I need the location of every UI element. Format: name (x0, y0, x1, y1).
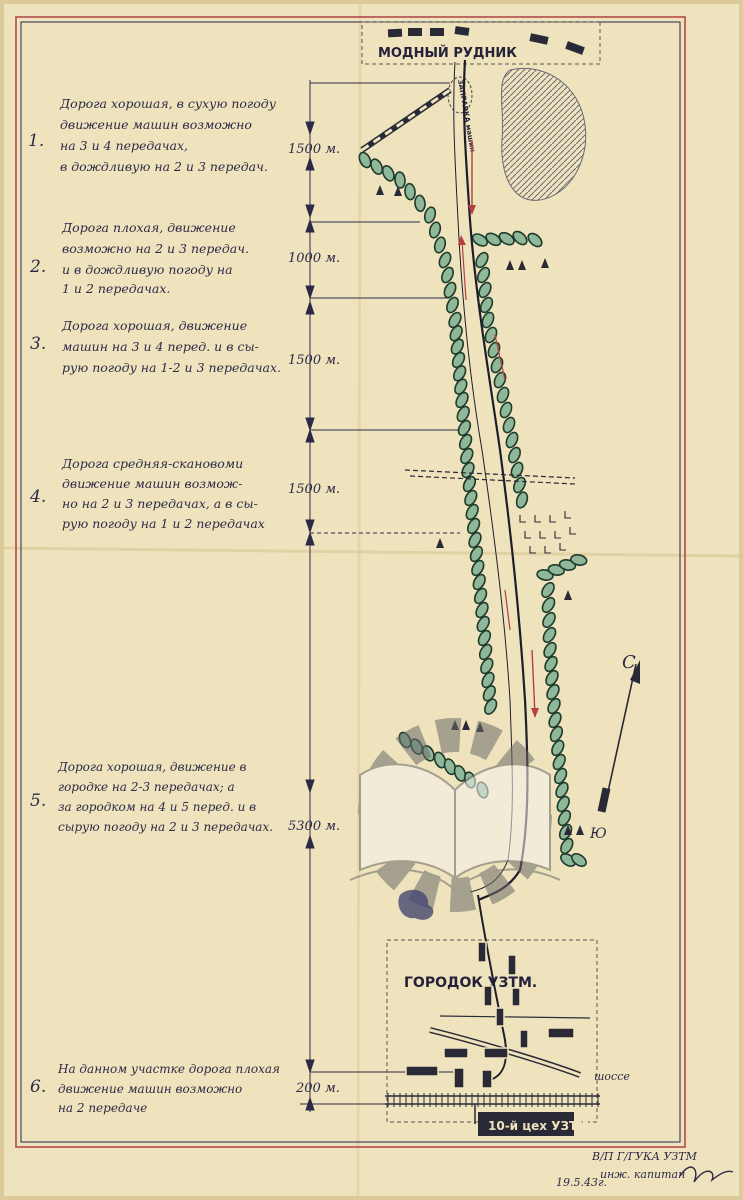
svg-text:1500 м.: 1500 м. (288, 482, 340, 497)
map-border-outer (15, 16, 686, 1148)
section-5: 5. Дорога хорошая, движение в городке на… (30, 760, 340, 834)
svg-text:1000 м.: 1000 м. (288, 251, 340, 266)
watermark-emblem (349, 718, 561, 912)
svg-text:Дорога плохая, движение: Дорога плохая, движение (61, 220, 236, 235)
svg-text:1.: 1. (28, 131, 44, 151)
svg-text:1500 м.: 1500 м. (288, 353, 340, 368)
map-border-inner (20, 21, 681, 1143)
south-label: Ю (589, 826, 607, 842)
svg-text:2.: 2. (29, 257, 46, 277)
railway-top (360, 87, 452, 153)
highway-label: шоссе (594, 1070, 630, 1083)
svg-text:200 м.: 200 м. (295, 1081, 340, 1096)
ink-blot (398, 889, 434, 920)
compass-arrow: С Ю (589, 652, 640, 842)
north-label: С (622, 652, 636, 673)
section-3: 3. Дорога хорошая, движение машин на 3 и… (30, 318, 340, 375)
svg-text:На данном участке дорога плоха: На данном участке дорога плохая (57, 1062, 280, 1076)
signature-block: В/П Г/ГУКА УЗТМ инж. капитан 19.5.43г. (556, 1150, 734, 1189)
svg-text:но на 2 и 3 передачах, а в сы-: но на 2 и 3 передачах, а в сы- (62, 496, 258, 511)
svg-text:сырую погоду на 2 и 3 передача: сырую погоду на 2 и 3 передачах. (58, 820, 273, 834)
town-uztm: ГОРОДОК УЗТМ. шоссе 10-й цех УЗТМ. (385, 894, 630, 1136)
svg-text:Дорога хорошая, движение: Дорога хорошая, движение (61, 318, 247, 333)
svg-text:в дождливую на 2 и 3 передач.: в дождливую на 2 и 3 передач. (60, 159, 268, 174)
workshop-label: 10-й цех УЗТМ. (488, 1119, 594, 1133)
svg-text:рую погоду на 1-2 и 3 передача: рую погоду на 1-2 и 3 передачах. (62, 360, 281, 375)
svg-text:6.: 6. (30, 1077, 46, 1097)
svg-text:1500 м.: 1500 м. (288, 142, 340, 157)
hatched-area (500, 68, 587, 201)
swamp-symbols (519, 511, 576, 554)
svg-text:на 2 передаче: на 2 передаче (58, 1101, 147, 1115)
section-6: 6. На данном участке дорога плохая движе… (30, 1062, 340, 1115)
svg-text:машин на 3 и 4 перед. и в сы-: машин на 3 и 4 перед. и в сы- (62, 339, 259, 354)
svg-text:Дорога средняя-скановоми: Дорога средняя-скановоми (61, 456, 243, 471)
crossing-lines (404, 469, 576, 485)
svg-text:1 и 2 передачах.: 1 и 2 передачах. (62, 281, 170, 296)
mine-label: МОДНЫЙ РУДНИК (378, 45, 517, 61)
section-2: 2. Дорога плохая, движение возможно на 2… (29, 220, 340, 296)
handwritten-signature (679, 1166, 734, 1183)
section-1: 1. Дорога хорошая, в сухую погоду движен… (28, 96, 340, 174)
svg-text:движение машин возможно: движение машин возможно (60, 117, 252, 132)
svg-text:19.5.43г.: 19.5.43г. (556, 1176, 607, 1189)
town-label: ГОРОДОК УЗТМ. (404, 975, 537, 991)
svg-text:на 3 и 4 передачах,: на 3 и 4 передачах, (60, 138, 188, 153)
svg-text:5.: 5. (30, 791, 46, 811)
svg-text:5300 м.: 5300 м. (288, 819, 340, 834)
section-4: 4. Дорога средняя-скановоми движение маш… (29, 456, 340, 531)
svg-text:рую погоду на 1 и 2 передачах: рую погоду на 1 и 2 передачах (62, 516, 265, 531)
svg-text:4.: 4. (29, 487, 46, 507)
mine-area: МОДНЫЙ РУДНИК ЗАПРАВКА машин (361, 21, 601, 201)
svg-text:инж. капитан: инж. капитан (600, 1168, 685, 1181)
svg-text:и в дождливую погоду на: и в дождливую погоду на (62, 262, 233, 277)
svg-text:Дорога хорошая, движение в: Дорога хорошая, движение в (57, 760, 247, 774)
svg-text:движение машин возмож-: движение машин возмож- (62, 476, 242, 491)
svg-text:за городком на 4 и 5 перед. и: за городком на 4 и 5 перед. и в (58, 800, 256, 814)
svg-text:В/П Г/ГУКА УЗТМ: В/П Г/ГУКА УЗТМ (591, 1150, 698, 1163)
svg-text:движение машин возможно: движение машин возможно (58, 1082, 242, 1096)
svg-text:городке на 2-3 передачах; а: городке на 2-3 передачах; а (58, 780, 235, 794)
svg-text:возможно на 2 и 3 передач.: возможно на 2 и 3 передач. (62, 241, 249, 256)
svg-text:Дорога хорошая, в сухую погоду: Дорога хорошая, в сухую погоду (59, 96, 277, 111)
svg-text:3.: 3. (30, 334, 46, 354)
